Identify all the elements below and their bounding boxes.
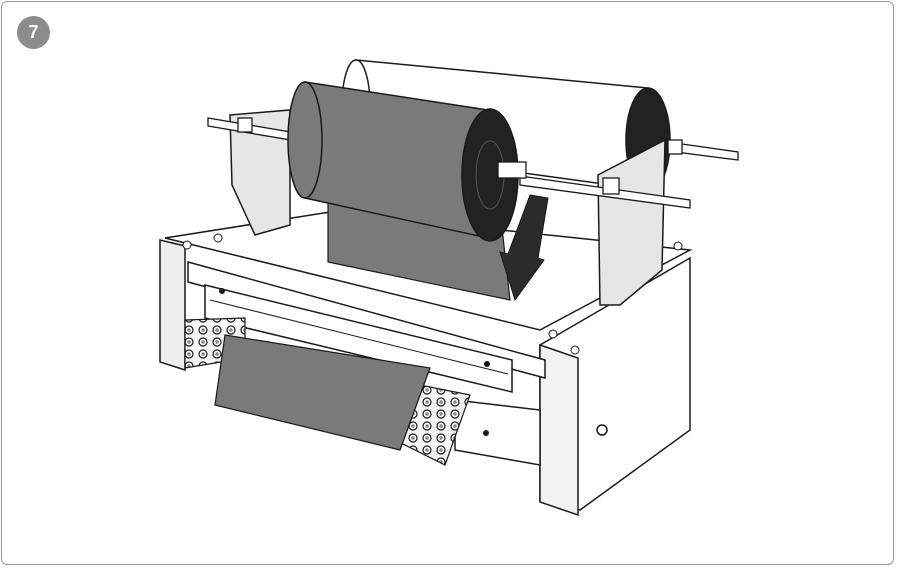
perforated-output: [184, 317, 471, 466]
arrow-down-icon: [499, 194, 549, 302]
step-number-badge: 7: [17, 16, 50, 49]
film-roll: [287, 81, 527, 242]
